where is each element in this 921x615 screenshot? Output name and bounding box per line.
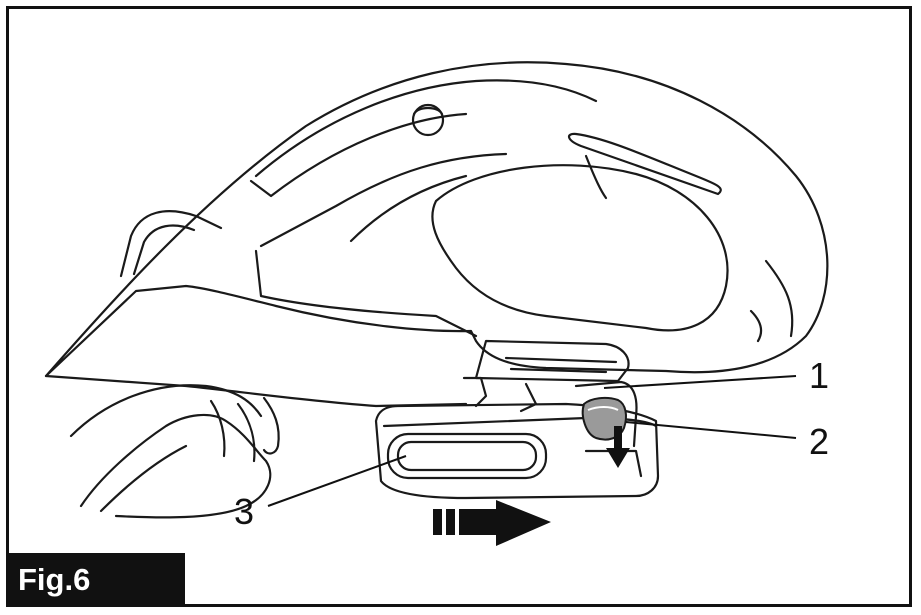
shaft-upper bbox=[44, 374, 468, 408]
latch-base bbox=[584, 449, 643, 478]
mount-rail-2 bbox=[509, 367, 608, 374]
side-foot-inner bbox=[132, 224, 196, 276]
nozzle bbox=[79, 413, 272, 519]
nozzle-ridge bbox=[99, 444, 188, 513]
nozzle-seam bbox=[209, 399, 226, 458]
down-arrow-icon bbox=[606, 426, 630, 468]
knob-ring bbox=[412, 106, 444, 116]
grip-lower bbox=[254, 249, 478, 338]
side-foot bbox=[119, 210, 223, 278]
leader-line-3 bbox=[267, 455, 407, 507]
figure-label: Fig.6 bbox=[6, 553, 185, 607]
trigger-slot bbox=[568, 132, 722, 196]
housing-inner bbox=[249, 112, 468, 198]
rear-vent bbox=[749, 309, 763, 343]
handle-outline bbox=[44, 61, 829, 378]
mount-tab bbox=[462, 376, 488, 408]
housing-top bbox=[254, 79, 598, 178]
slide-arrow-icon bbox=[433, 500, 551, 546]
callout-3: 3 bbox=[234, 491, 255, 532]
callout-1: 1 bbox=[809, 355, 830, 396]
callout-2: 2 bbox=[809, 421, 830, 462]
mount-tab-2 bbox=[519, 382, 538, 413]
nozzle-seam-2 bbox=[236, 402, 256, 463]
figure-frame: 1 2 3 bbox=[6, 6, 912, 607]
battery-pack bbox=[374, 402, 660, 500]
nozzle-clip bbox=[262, 396, 280, 455]
battery-recess bbox=[386, 432, 548, 480]
grip-bevel bbox=[259, 152, 508, 248]
latch-housing bbox=[574, 380, 638, 448]
grip-ridge bbox=[349, 174, 468, 243]
leader-line-1 bbox=[603, 375, 797, 389]
battery-recess-inner bbox=[396, 440, 538, 472]
frame-border bbox=[6, 6, 912, 607]
grip-opening bbox=[431, 164, 729, 332]
battery-mount bbox=[474, 339, 630, 383]
latch-highlight bbox=[587, 406, 619, 411]
trigger-edge bbox=[584, 154, 608, 200]
rear-cap bbox=[764, 259, 794, 338]
tool-illustration bbox=[6, 6, 912, 607]
knob bbox=[411, 103, 445, 137]
shaft-lower bbox=[69, 384, 263, 438]
leader-line-2 bbox=[625, 421, 797, 439]
mount-rail bbox=[504, 356, 618, 364]
